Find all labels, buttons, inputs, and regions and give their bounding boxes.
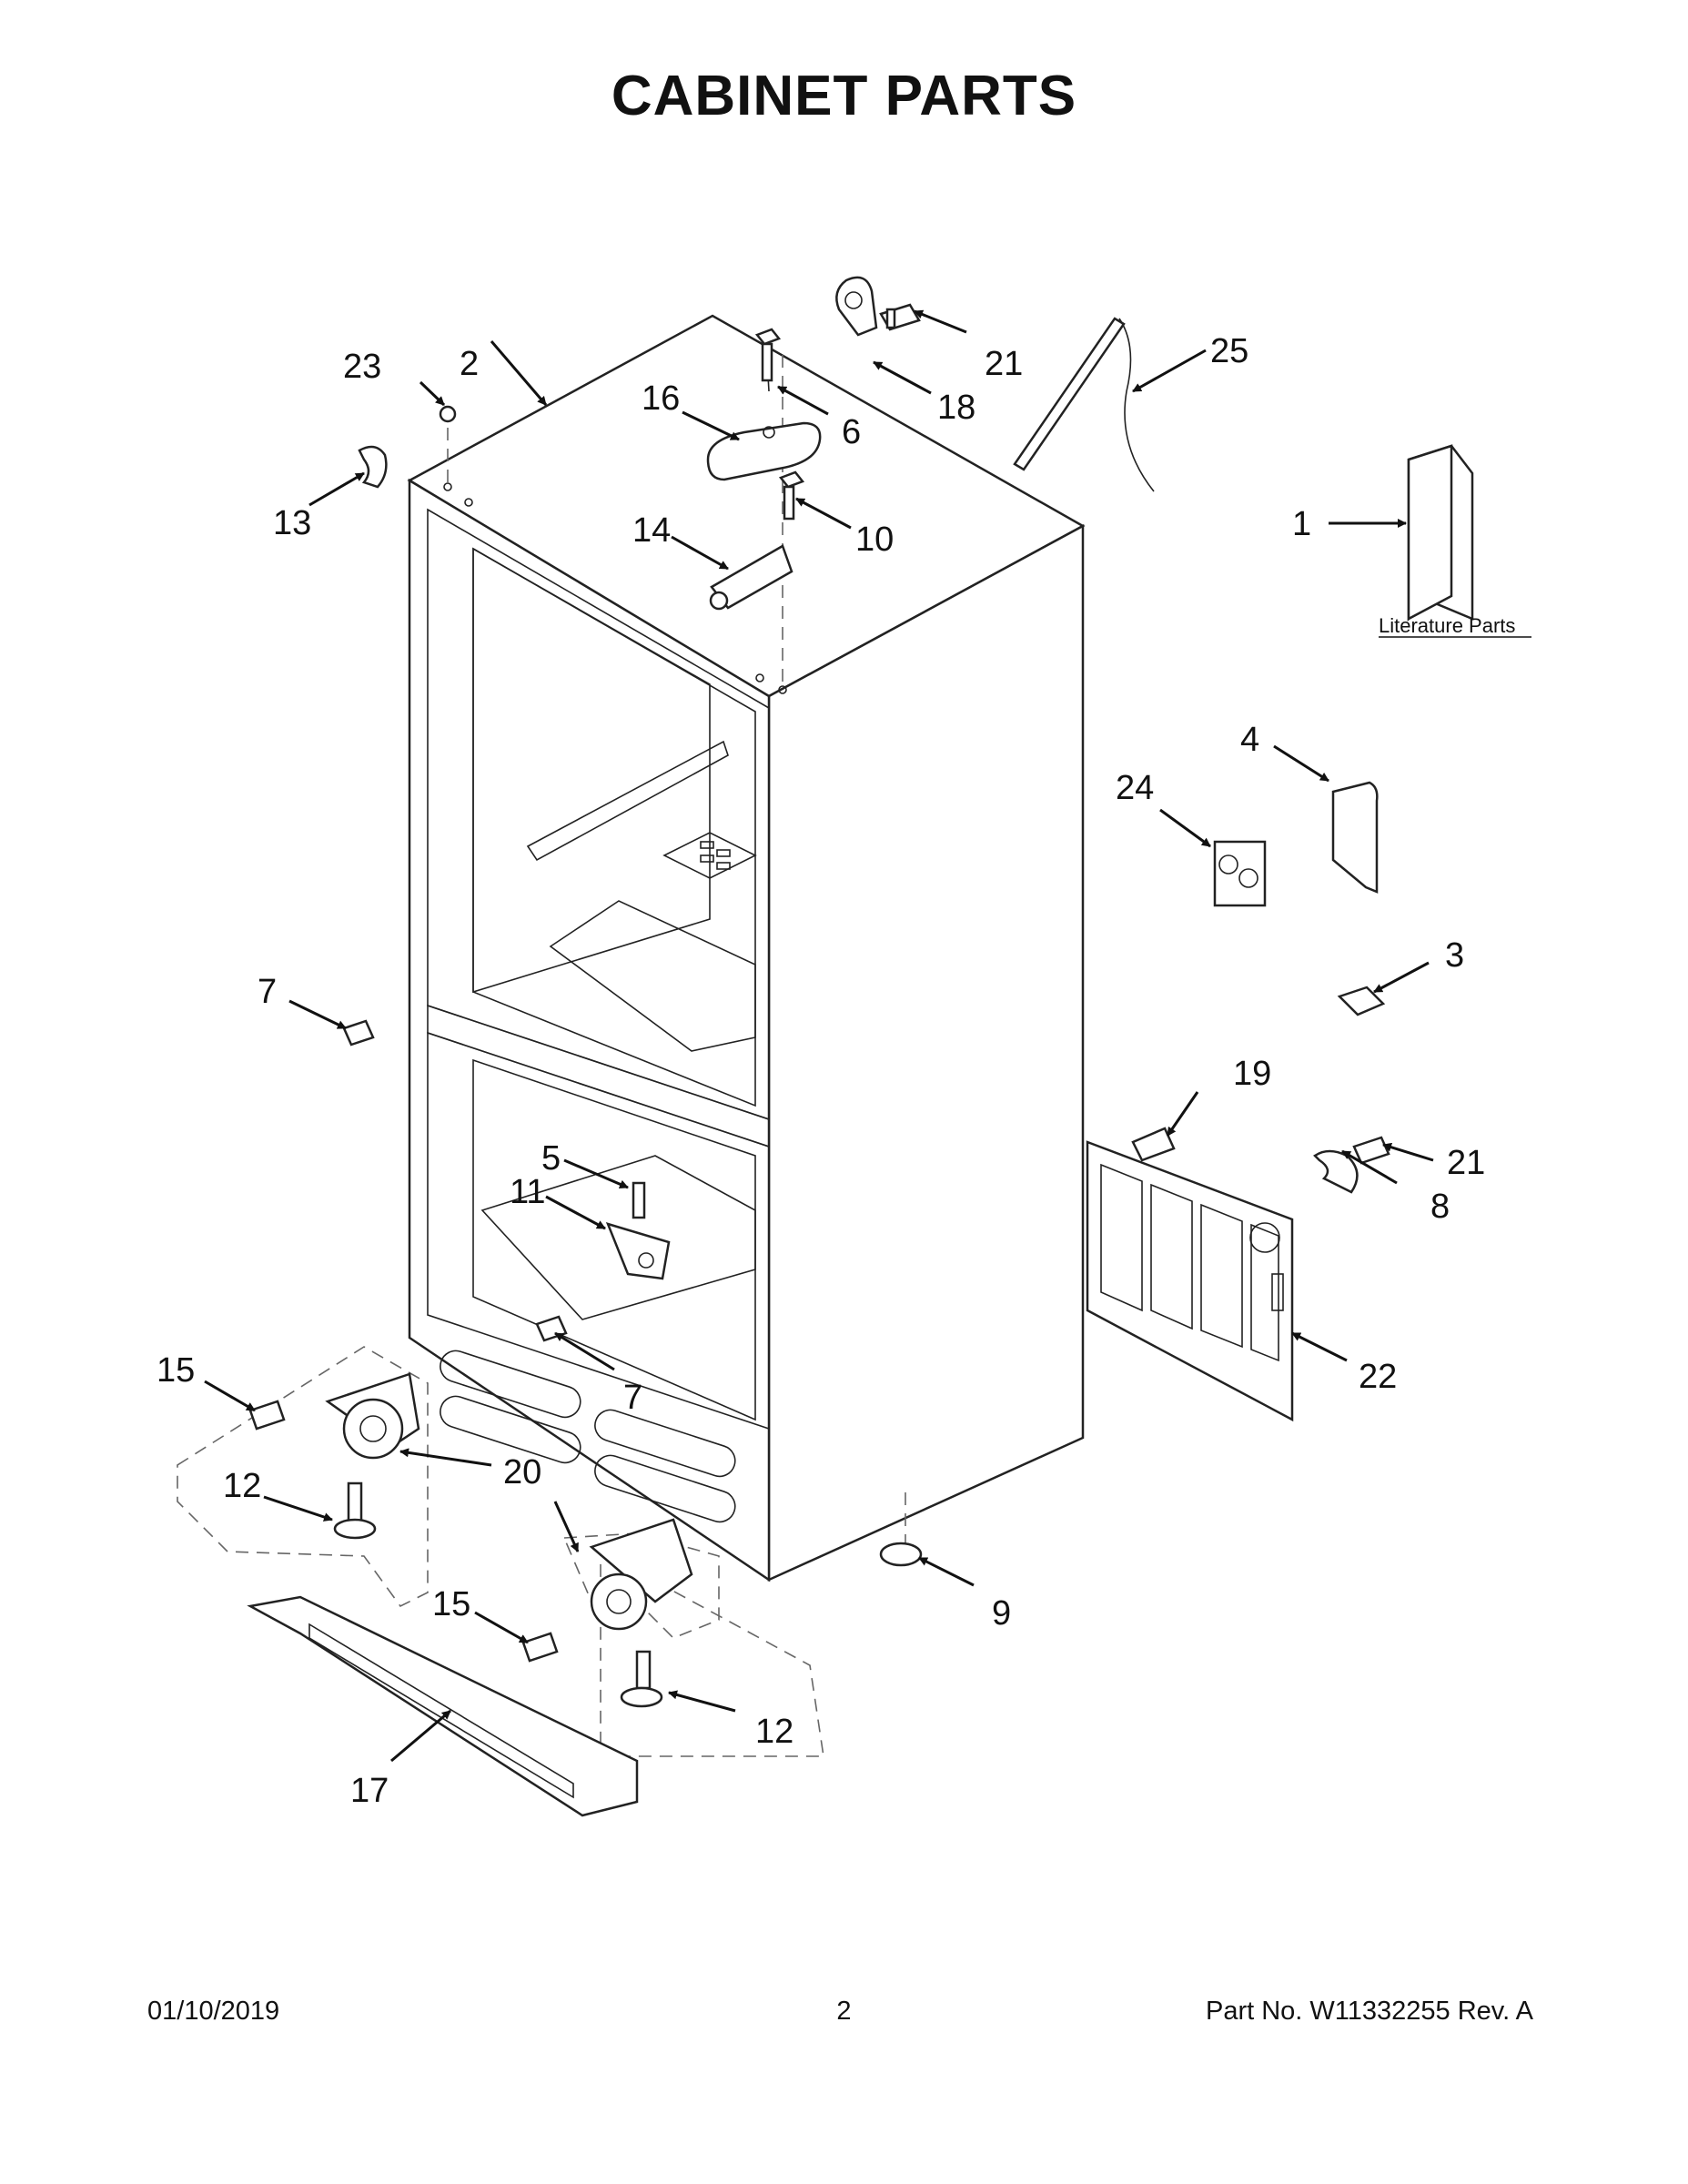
callout-25: 25: [1210, 332, 1248, 370]
callout-4: 4: [1240, 721, 1259, 759]
callout-10: 10: [855, 521, 894, 559]
screw-19: [1131, 1127, 1176, 1162]
bracket-11: [605, 1222, 671, 1280]
callout-21-top: 21: [985, 345, 1023, 383]
bracket-14: [709, 544, 793, 611]
callout-7-left: 7: [258, 973, 277, 1011]
callout-16: 16: [642, 379, 680, 418]
callout-21-right: 21: [1447, 1144, 1485, 1182]
roller-assembly-right: [521, 1518, 824, 1757]
page-title: CABINET PARTS: [611, 65, 1077, 127]
screw-21-right: [1352, 1136, 1390, 1165]
callout-arrows: [204, 309, 1434, 1763]
callout-9: 9: [992, 1594, 1011, 1633]
callout-12-left: 12: [223, 1467, 261, 1505]
foot-cap-9: [879, 1542, 923, 1567]
callout-14: 14: [632, 511, 671, 550]
screw-21-top: [879, 303, 921, 331]
callout-5: 5: [541, 1139, 561, 1178]
water-tube-25: [1013, 317, 1155, 492]
callout-17: 17: [350, 1772, 389, 1810]
footer-date: 01/10/2019: [147, 1997, 280, 2026]
callout-24: 24: [1116, 769, 1154, 807]
clamp-8: [1313, 1149, 1359, 1194]
callout-15-left: 15: [157, 1351, 195, 1390]
base-grille-17: [247, 1595, 639, 1817]
tape-13: [358, 445, 388, 489]
callout-11: 11: [510, 1173, 545, 1211]
grille-22: [1086, 1140, 1294, 1422]
screw-6: [754, 328, 782, 392]
callout-20: 20: [503, 1453, 541, 1491]
hinge-18: [835, 276, 878, 337]
callout-3: 3: [1445, 936, 1464, 975]
callout-8: 8: [1430, 1188, 1450, 1226]
callout-1: 1: [1292, 505, 1311, 543]
screw-10: [778, 470, 805, 521]
callout-19: 19: [1233, 1055, 1271, 1093]
callout-2: 2: [460, 345, 479, 383]
literature-parts-label: Literature Parts: [1379, 614, 1515, 637]
callout-labels: 1 2 3 4 5 6 7 7 8 9 10 11 12 12 13 14 15…: [157, 332, 1485, 1810]
callout-23: 23: [343, 348, 381, 386]
footer-part-number: Part No. W11332255 Rev. A: [1205, 1997, 1533, 2026]
callout-18: 18: [937, 389, 975, 427]
footer-page-number: 2: [836, 1997, 852, 2026]
literature-book-1: [1407, 444, 1474, 622]
screw-7-left: [342, 1019, 375, 1046]
callout-13: 13: [273, 504, 311, 542]
callout-12-right: 12: [755, 1713, 793, 1751]
clip-3: [1337, 986, 1386, 1016]
roller-assembly-left: [177, 1346, 429, 1608]
cover-4: [1331, 781, 1379, 894]
callout-7-lower: 7: [623, 1379, 642, 1417]
cabinet-body: [407, 314, 1086, 1582]
callout-6: 6: [842, 413, 861, 451]
plug-23: [439, 405, 457, 423]
pin-5: [632, 1181, 646, 1219]
callout-22: 22: [1359, 1358, 1397, 1396]
callout-15-right: 15: [432, 1585, 470, 1623]
water-valve-24: [1213, 840, 1267, 907]
